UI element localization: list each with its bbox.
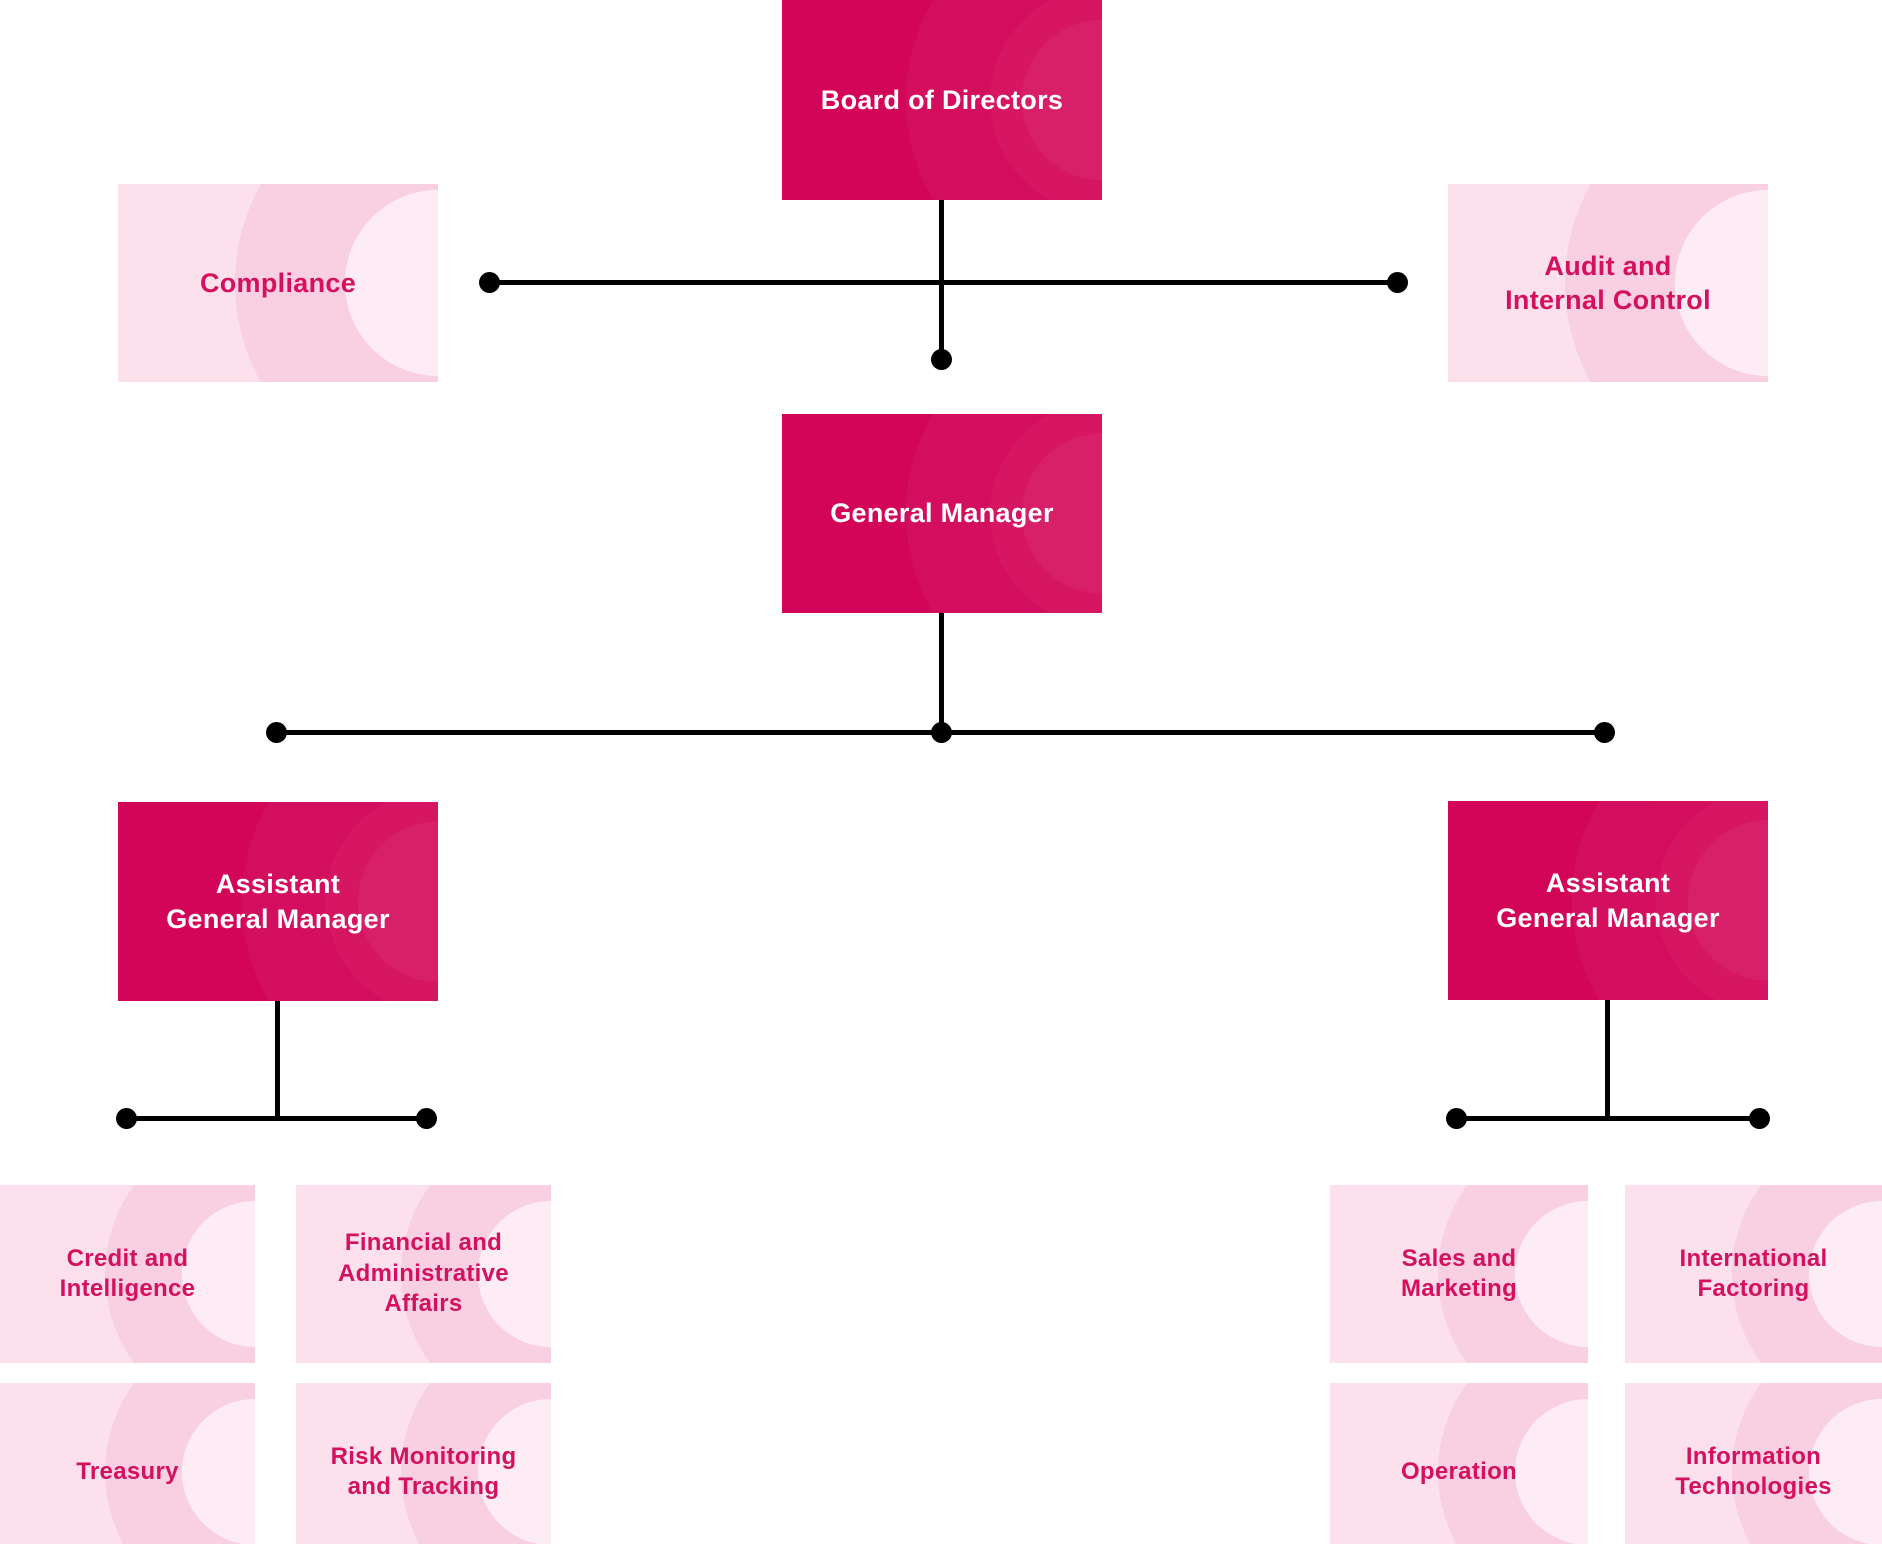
dot-bottom-left-a (116, 1108, 137, 1129)
org-node-financial-administrative-affairs: Financial and Administrative Affairs (296, 1185, 551, 1363)
org-node-label: General Manager (830, 498, 1054, 529)
connector-gm-vertical (939, 613, 944, 733)
dot-mid-left (266, 722, 287, 743)
org-node-label: Financial and Administrative Affairs (338, 1229, 509, 1318)
connector-bottom-right-horizontal (1457, 1116, 1760, 1121)
dot-bottom-right-a (1446, 1108, 1467, 1129)
dot-bottom-right-b (1749, 1108, 1770, 1129)
org-node-board-of-directors: Board of Directors (782, 0, 1102, 200)
org-node-label: Treasury (76, 1457, 179, 1485)
connector-bottom-left-horizontal (127, 1116, 427, 1121)
org-node-general-manager: General Manager (782, 414, 1102, 613)
org-node-label: Information Technologies (1675, 1442, 1832, 1500)
org-node-label: Assistant General Manager (166, 869, 390, 934)
org-node-assistant-general-manager-left: Assistant General Manager (118, 802, 438, 1001)
org-node-label: International Factoring (1679, 1244, 1828, 1302)
dot-bottom-left-b (416, 1108, 437, 1129)
org-node-compliance: Compliance (118, 184, 438, 382)
org-node-international-factoring: International Factoring (1625, 1185, 1882, 1363)
org-node-label: Board of Directors (820, 84, 1064, 115)
org-node-assistant-general-manager-right: Assistant General Manager (1448, 801, 1768, 1000)
dot-board-bottom (931, 349, 952, 370)
org-node-label: Audit and Internal Control (1505, 250, 1711, 315)
dot-mid-center (931, 722, 952, 743)
org-node-label: Sales and Marketing (1400, 1244, 1518, 1302)
org-node-label: Assistant General Manager (1496, 868, 1720, 933)
dot-top-right (1387, 272, 1408, 293)
dot-top-left (479, 272, 500, 293)
org-node-operation: Operation (1330, 1383, 1588, 1544)
org-node-label: Credit and Intelligence (59, 1244, 196, 1302)
org-node-treasury: Treasury (0, 1383, 255, 1544)
org-node-audit-internal-control: Audit and Internal Control (1448, 184, 1768, 382)
org-node-risk-monitoring-tracking: Risk Monitoring and Tracking (296, 1383, 551, 1544)
connector-agm-right-vertical (1605, 1000, 1610, 1119)
org-node-label: Risk Monitoring and Tracking (330, 1442, 517, 1500)
org-node-credit-and-intelligence: Credit and Intelligence (0, 1185, 255, 1363)
dot-mid-right (1594, 722, 1615, 743)
connector-agm-left-vertical (275, 1001, 280, 1119)
org-node-information-technologies: Information Technologies (1625, 1383, 1882, 1544)
connector-top-horizontal (490, 280, 1398, 285)
org-node-label: Operation (1400, 1457, 1518, 1485)
org-node-sales-and-marketing: Sales and Marketing (1330, 1185, 1588, 1363)
org-node-label: Compliance (199, 267, 357, 298)
